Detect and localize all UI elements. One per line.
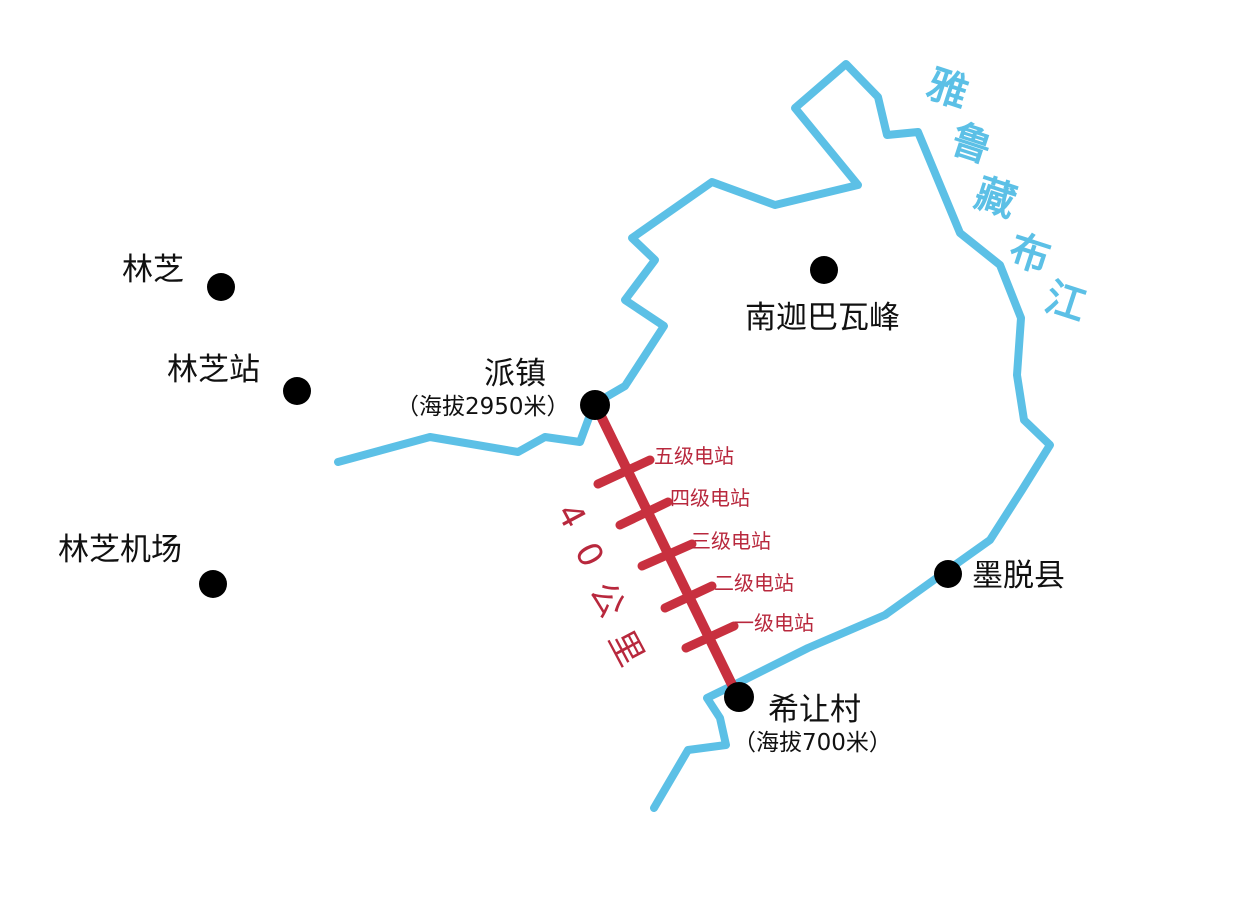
motuo-marker [934, 560, 962, 588]
river-name-char-4: 布 [1003, 226, 1055, 282]
paizhen-marker [580, 390, 610, 420]
xirang-label: 希让村 [768, 692, 861, 728]
river-name-char-5: 江 [1039, 274, 1091, 330]
station-1-label: 一级电站 [734, 611, 814, 635]
river-name-char-3: 藏 [969, 170, 1021, 226]
motuo-label: 墨脱县 [972, 558, 1065, 594]
paizhen-altitude-label: （海拔2950米） [396, 394, 570, 420]
linzhi-marker [207, 273, 235, 301]
xirang-marker [724, 682, 754, 712]
linzhi-airport-label: 林芝机场 [58, 532, 182, 568]
station-4-label: 四级电站 [670, 486, 750, 510]
distance-char-4: 里 [600, 624, 651, 673]
station-1-tick [681, 621, 739, 653]
river-name-char-2: 鲁 [945, 116, 997, 172]
station-3-tick [637, 539, 697, 571]
station-4-tick [615, 497, 673, 530]
linzhi-airport-marker [199, 570, 227, 598]
distance-char-1: 4 [548, 497, 593, 535]
linzhi-station-label: 林芝站 [167, 352, 260, 388]
namcha-barwa-marker [810, 256, 838, 284]
distance-char-3: 公 [581, 575, 632, 624]
river-name-char-1: 雅 [921, 61, 973, 117]
paizhen-label: 派镇 [484, 356, 546, 392]
yarlung-tsangpo-river [334, 60, 1054, 812]
linzhi-station-marker [283, 377, 311, 405]
distance-char-2: 0 [566, 536, 611, 574]
namcha-barwa-label: 南迦巴瓦峰 [745, 300, 900, 336]
station-5-label: 五级电站 [654, 444, 734, 468]
linzhi-label: 林芝 [122, 252, 184, 288]
station-5-tick [593, 455, 655, 489]
station-2-tick [660, 581, 717, 613]
station-2-label: 二级电站 [714, 571, 794, 595]
station-3-label: 三级电站 [691, 529, 771, 553]
xirang-altitude-label: （海拔700米） [733, 730, 892, 756]
